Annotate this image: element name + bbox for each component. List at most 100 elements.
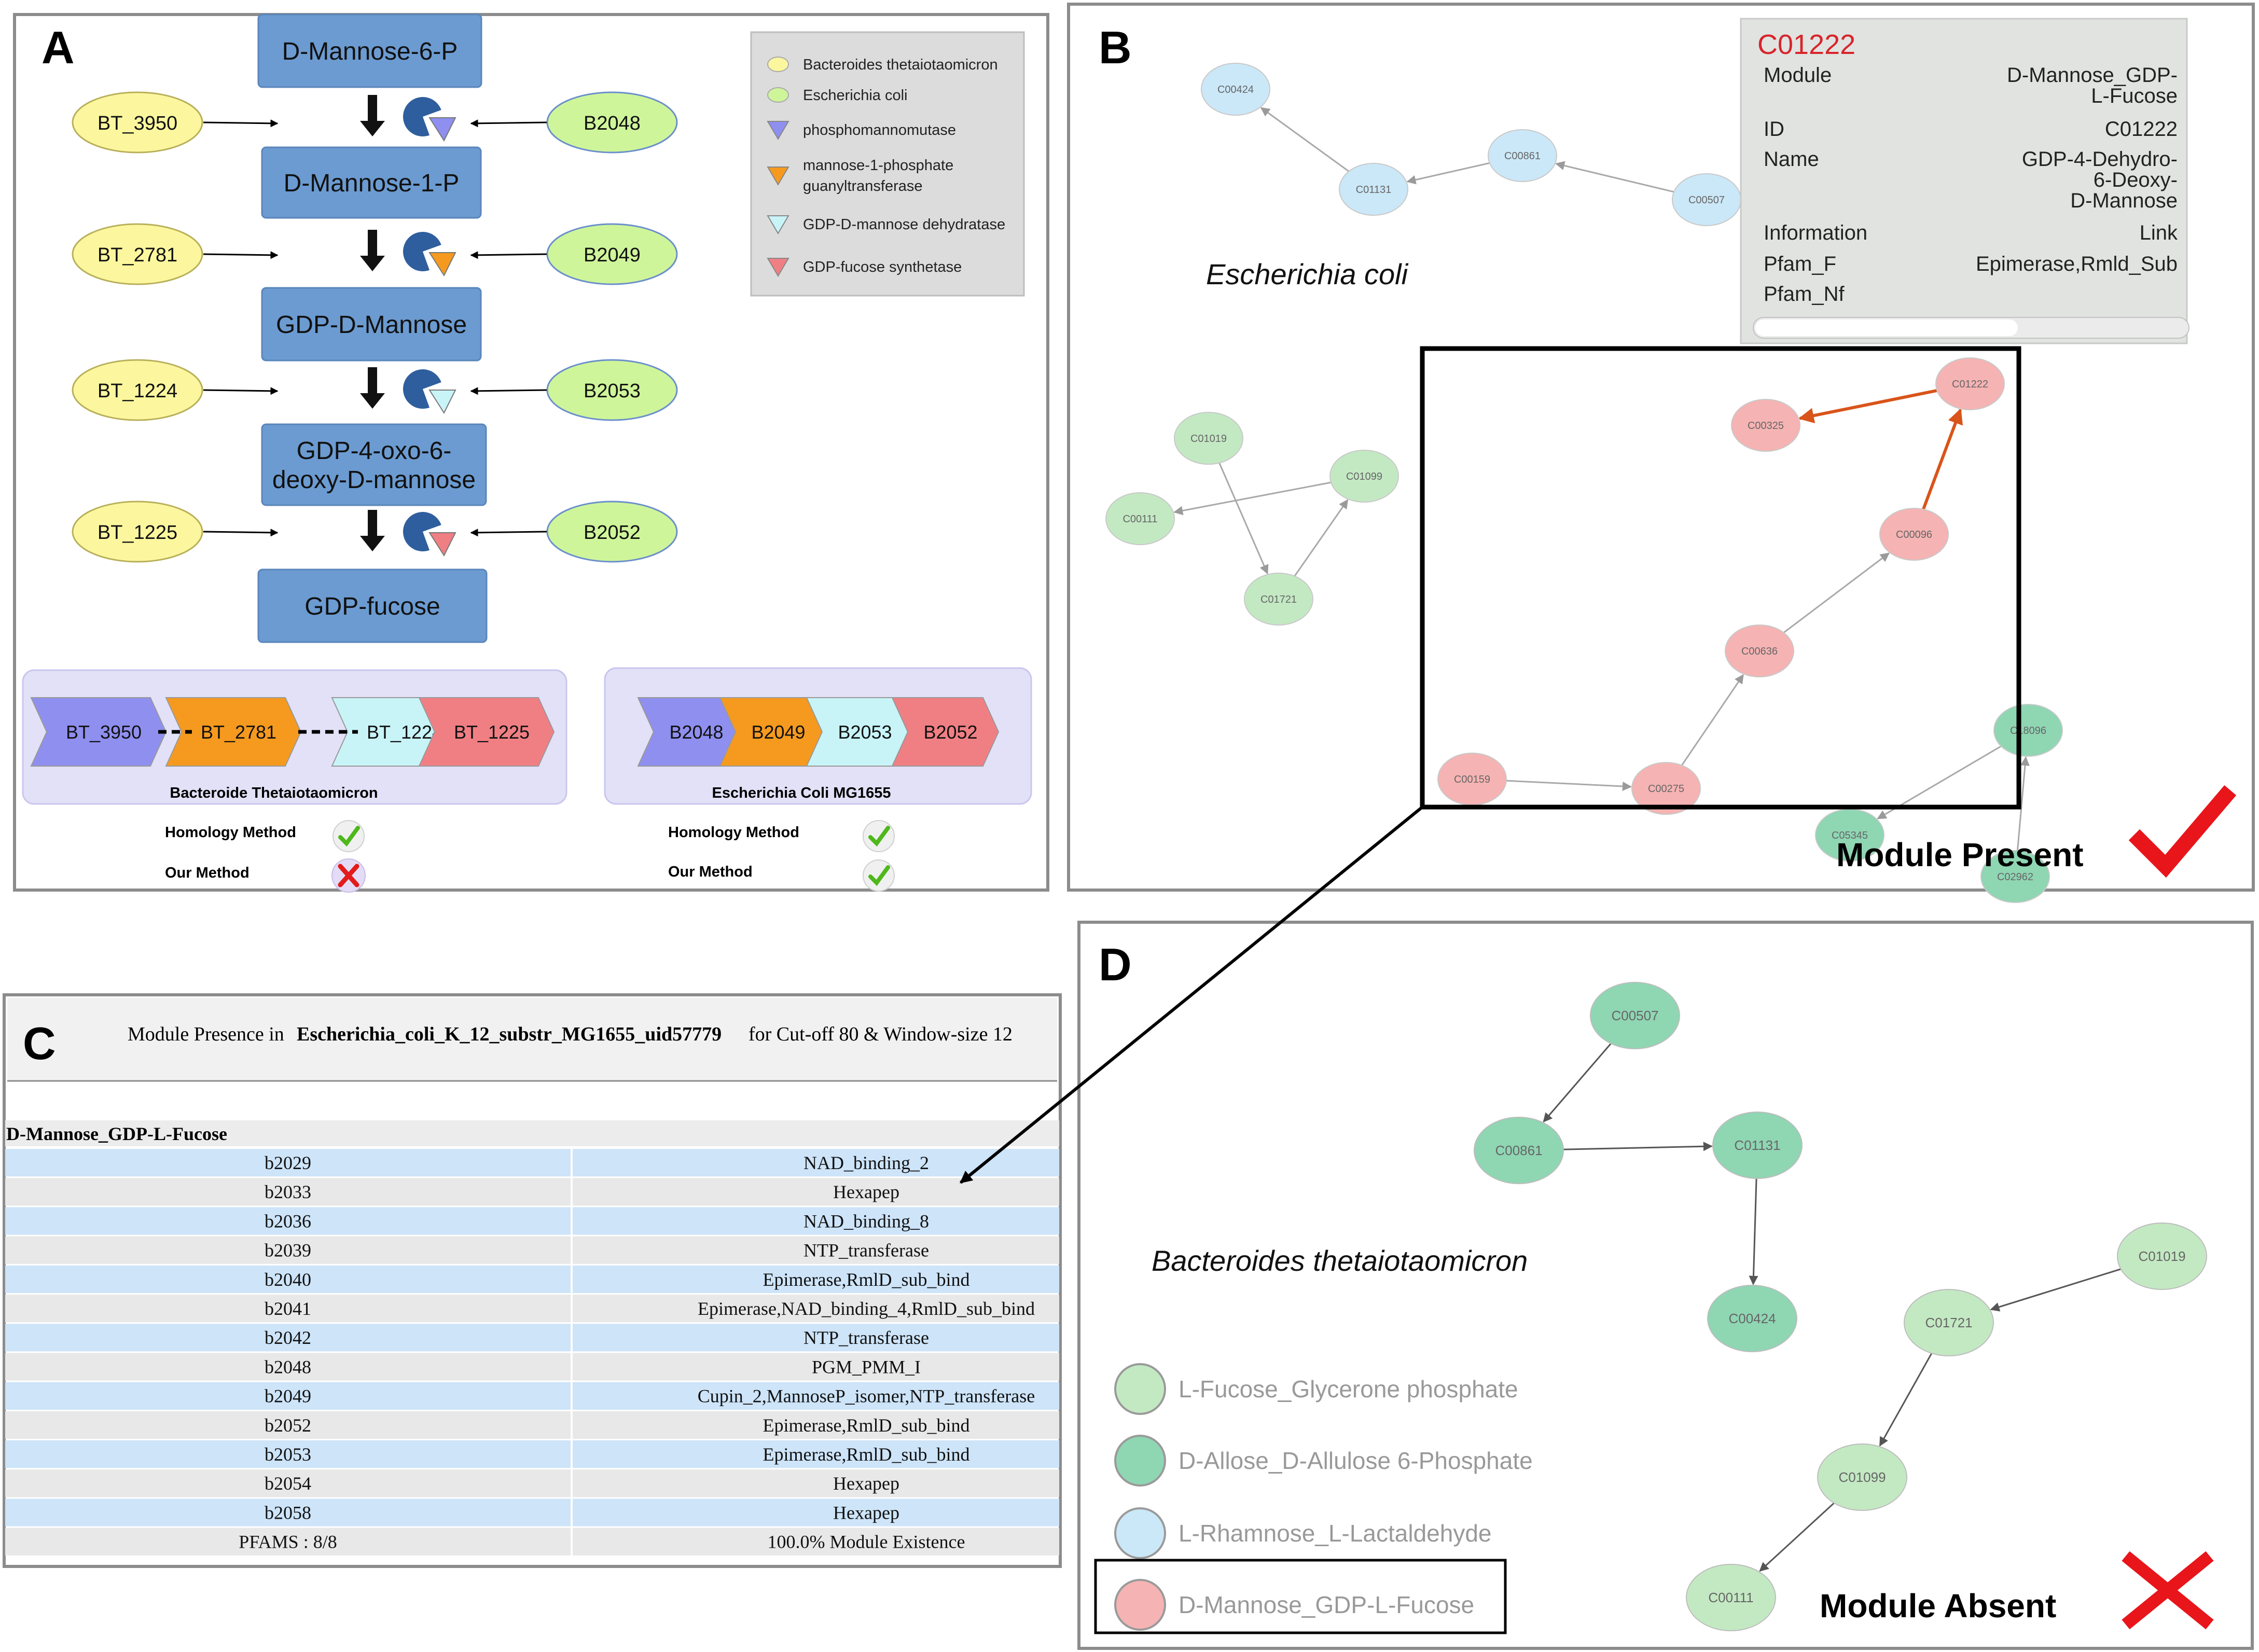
table-cell-bg [573, 1295, 1059, 1323]
network-node[interactable] [1339, 163, 1408, 216]
legend-color-swatch [1114, 1579, 1166, 1631]
bt-gene-node [72, 223, 203, 285]
pathway-legend-box [750, 31, 1025, 297]
table-cell-bg [5, 1440, 571, 1468]
pathway-legend: Bacteroides thetaiotaomicronEscherichia … [767, 57, 1005, 277]
legend-label: Escherichia coli [803, 87, 907, 104]
table-cell-bg [5, 1295, 571, 1323]
operon-gene-chevron [165, 697, 302, 767]
table-cell-bg [5, 1149, 571, 1177]
bt-gene-label: BT_3950 [98, 113, 177, 134]
operon-gene-label: B2052 [923, 721, 977, 743]
pfam-cell: Epimerase,RmlD_sub_bind [763, 1415, 970, 1436]
network-node[interactable] [1980, 850, 2050, 903]
reaction-down-arrow [360, 367, 385, 409]
pfam-cell: Cupin_2,MannoseP_isomer,NTP_transferase [698, 1386, 1035, 1407]
network-node[interactable] [1631, 762, 1701, 815]
metabolite-label: GDP-fucose [304, 593, 440, 620]
network-node[interactable] [1474, 1117, 1564, 1184]
network-edge [1990, 1268, 2122, 1312]
network-node[interactable] [1488, 129, 1557, 182]
panel-d-frame [1077, 921, 2254, 1650]
ec-gene-label: B2049 [584, 244, 641, 266]
legend-triangle-icon [767, 166, 789, 186]
legend-triangle-icon [767, 258, 789, 277]
panel-a: A D-Mannose-6-PD-Mannose-1-PGDP-D-Mannos… [13, 13, 1049, 893]
module-present-label: Module Present [1836, 836, 2084, 873]
module-legend: L-Fucose_Glycerone phosphateD-Allose_D-A… [1114, 1363, 1533, 1631]
network-node[interactable] [1725, 624, 1794, 677]
ec-gene-node [546, 91, 678, 154]
network-node[interactable] [1174, 412, 1243, 465]
table-cell-bg [5, 1178, 571, 1206]
gene-id-cell: b2036 [265, 1211, 311, 1231]
tooltip-key: Pfam_Nf [1764, 283, 1845, 306]
network-node-label: C00424 [1217, 84, 1254, 95]
zoom-connector-arrow [960, 806, 1423, 1184]
network-node[interactable] [1686, 1564, 1776, 1631]
network-node[interactable] [1904, 1289, 1994, 1356]
network-edge [1260, 107, 1350, 172]
network-node[interactable] [1993, 704, 2063, 757]
enzyme-pie-icon [403, 96, 441, 136]
network-node-label: C00325 [1748, 420, 1784, 432]
pfam-cell: NAD_binding_8 [803, 1211, 929, 1231]
bt-homology-method-label: Homology Method [165, 824, 296, 841]
reaction-down-arrow [360, 510, 385, 551]
legend-module-label: D-Mannose_GDP-L-Fucose [1179, 1591, 1474, 1618]
gene-id-cell: b2029 [265, 1153, 311, 1173]
ec-gene-arrow [470, 251, 547, 259]
ec-gene-arrow [470, 387, 547, 395]
network-node[interactable] [1731, 399, 1800, 452]
table-header-bg [7, 998, 1057, 1081]
table-cell-bg [5, 1411, 571, 1439]
network-node[interactable] [1244, 573, 1313, 626]
table-header-suffix: for Cut-off 80 & Window-size 12 [749, 1023, 1013, 1045]
legend-triangle-icon [767, 121, 789, 140]
tooltip-scroll-thumb[interactable] [1755, 320, 2018, 336]
legend-module-label: D-Allose_D-Allulose 6-Phosphate [1179, 1447, 1533, 1474]
ec-gene-label: B2052 [584, 522, 641, 544]
pfam-cell: NTP_transferase [803, 1240, 929, 1261]
operon-gene-label: B2049 [751, 721, 805, 743]
bt-our-method-label: Our Method [165, 865, 250, 881]
network-node[interactable] [1329, 450, 1399, 503]
network-node-label: C02962 [1997, 871, 2033, 883]
network-node-label: C00111 [1708, 1590, 1753, 1605]
table-cell-bg [573, 1265, 1059, 1293]
enzyme-triangle-icon [428, 532, 456, 557]
network-node[interactable] [1105, 492, 1175, 545]
network-edge [1563, 1142, 1713, 1151]
network-node[interactable] [1712, 1112, 1803, 1179]
network-node[interactable] [2117, 1223, 2207, 1290]
module-name-row [5, 1120, 1059, 1146]
network-node-label: C05345 [1832, 830, 1868, 841]
network-node[interactable] [1879, 508, 1949, 561]
network-node[interactable] [1201, 63, 1270, 116]
pfam-cell: Hexapep [833, 1502, 899, 1523]
network-node[interactable] [1935, 357, 2005, 410]
network-node[interactable] [1707, 1285, 1797, 1352]
table-cell-bg [573, 1498, 1059, 1526]
metabolite-box [261, 146, 482, 219]
table-cell-bg [573, 1469, 1059, 1497]
legend-color-swatch [1114, 1435, 1166, 1487]
table-header-organism: Escherichia_coli_K_12_substr_MG1655_uid5… [297, 1023, 722, 1045]
pfam-cell: NTP_transferase [803, 1327, 929, 1348]
check-icon [868, 826, 890, 847]
table-cell-bg [5, 1353, 571, 1381]
table-cell-bg [5, 1324, 571, 1352]
check-icon [868, 865, 890, 886]
gene-id-cell: b2049 [265, 1386, 311, 1407]
network-node-label: C01721 [1260, 594, 1297, 605]
network-node[interactable] [1817, 1443, 1907, 1511]
tooltip-title: C01222 [1757, 29, 1855, 60]
table-cell-bg [5, 1207, 571, 1235]
network-edge [1798, 389, 1937, 423]
table-cell-bg [5, 1498, 571, 1526]
network-node[interactable] [1590, 982, 1680, 1049]
legend-ellipse-icon [767, 87, 789, 103]
